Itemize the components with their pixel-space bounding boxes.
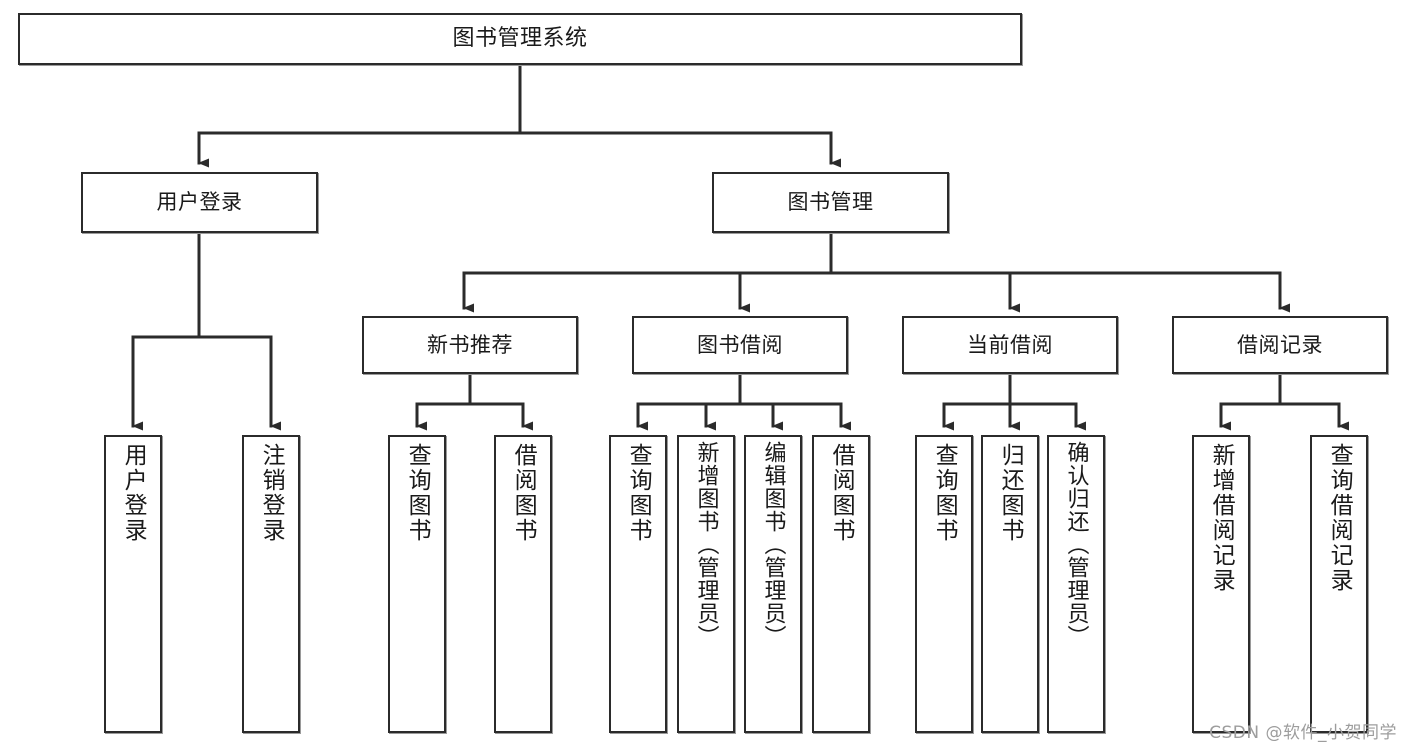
node-leaf-return-book-label: 归还图书 xyxy=(997,443,1024,543)
node-leaf-query-book-newbook[interactable]: 查询图书 xyxy=(388,435,446,733)
node-book-management-label: 图书管理 xyxy=(787,190,874,215)
node-leaf-confirm-return-admin[interactable]: 确认归还（管理员） xyxy=(1047,435,1105,733)
node-new-book-recommend-label: 新书推荐 xyxy=(427,332,513,357)
node-leaf-return-book[interactable]: 归还图书 xyxy=(981,435,1039,733)
node-user-login[interactable]: 用户登录 xyxy=(81,172,318,233)
node-leaf-logout[interactable]: 注销登录 xyxy=(242,435,300,733)
node-leaf-edit-book-admin[interactable]: 编辑图书（管理员） xyxy=(744,435,802,733)
node-leaf-borrow-book[interactable]: 借阅图书 xyxy=(812,435,870,733)
node-book-borrow[interactable]: 图书借阅 xyxy=(632,316,848,374)
node-leaf-user-login[interactable]: 用户登录 xyxy=(104,435,162,733)
node-leaf-query-book-borrow[interactable]: 查询图书 xyxy=(609,435,667,733)
node-leaf-query-borrow-record-label: 查询借阅记录 xyxy=(1326,443,1353,593)
node-current-borrow[interactable]: 当前借阅 xyxy=(902,316,1118,374)
node-leaf-add-borrow-record-label: 新增借阅记录 xyxy=(1208,443,1235,593)
node-borrow-record[interactable]: 借阅记录 xyxy=(1172,316,1388,374)
node-new-book-recommend[interactable]: 新书推荐 xyxy=(362,316,578,374)
node-leaf-query-book-current[interactable]: 查询图书 xyxy=(915,435,973,733)
node-book-management[interactable]: 图书管理 xyxy=(712,172,949,233)
node-leaf-query-book-borrow-label: 查询图书 xyxy=(625,443,652,543)
node-user-login-label: 用户登录 xyxy=(156,190,243,215)
node-book-borrow-label: 图书借阅 xyxy=(697,332,783,357)
node-borrow-record-label: 借阅记录 xyxy=(1237,332,1323,357)
node-root-label: 图书管理系统 xyxy=(452,26,588,52)
node-leaf-borrow-book-newbook[interactable]: 借阅图书 xyxy=(494,435,552,733)
node-leaf-add-book-admin[interactable]: 新增图书（管理员） xyxy=(677,435,735,733)
node-leaf-confirm-return-admin-label: 确认归还（管理员） xyxy=(1063,441,1089,648)
node-leaf-borrow-book-label: 借阅图书 xyxy=(828,443,855,543)
node-leaf-query-book-newbook-label: 查询图书 xyxy=(404,443,431,543)
node-leaf-user-login-label: 用户登录 xyxy=(120,443,147,543)
node-leaf-query-borrow-record[interactable]: 查询借阅记录 xyxy=(1310,435,1368,733)
node-leaf-borrow-book-newbook-label: 借阅图书 xyxy=(510,443,537,543)
node-leaf-add-book-admin-label: 新增图书（管理员） xyxy=(693,441,719,648)
node-leaf-add-borrow-record[interactable]: 新增借阅记录 xyxy=(1192,435,1250,733)
node-leaf-logout-label: 注销登录 xyxy=(258,443,285,543)
node-root-library-system[interactable]: 图书管理系统 xyxy=(18,13,1022,65)
node-current-borrow-label: 当前借阅 xyxy=(967,332,1053,357)
node-leaf-query-book-current-label: 查询图书 xyxy=(931,443,958,543)
node-leaf-edit-book-admin-label: 编辑图书（管理员） xyxy=(760,441,786,648)
csdn-watermark: CSDN @软件_小贺同学 xyxy=(1209,723,1397,743)
